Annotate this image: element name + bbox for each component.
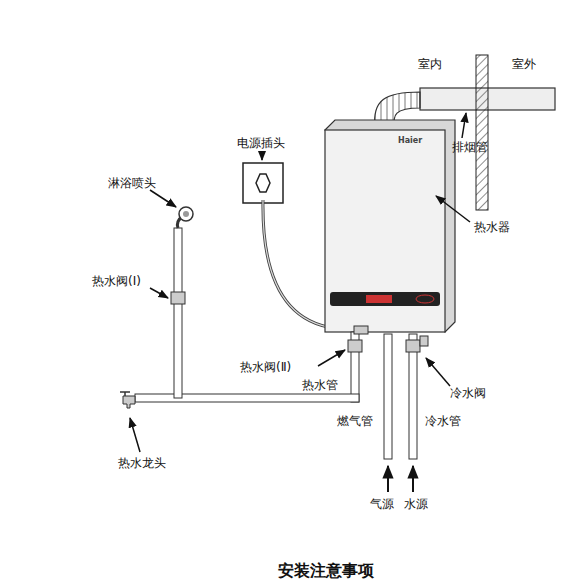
section-title: 安装注意事项 bbox=[278, 561, 374, 582]
power-cord-core bbox=[263, 200, 334, 328]
part-label: 热水阀(Ⅱ) bbox=[240, 360, 291, 374]
plug bbox=[256, 174, 270, 192]
display-button bbox=[416, 295, 434, 303]
shower-pipe bbox=[174, 228, 182, 398]
room-label: 室内 bbox=[418, 57, 442, 71]
source-label: 气源 bbox=[370, 497, 394, 511]
part-label: 电源插头 bbox=[237, 136, 285, 150]
part-label: 淋浴喷头 bbox=[108, 176, 156, 190]
room-label: 室外 bbox=[512, 57, 536, 71]
gas-pipe bbox=[384, 334, 392, 459]
hot-pipe bbox=[135, 394, 359, 402]
water-source-arrow bbox=[412, 466, 414, 492]
tap-handle bbox=[120, 392, 130, 396]
part-label: 热水器 bbox=[474, 220, 510, 234]
cold-pipe bbox=[409, 334, 417, 459]
display-panel bbox=[330, 292, 440, 306]
part-label: 热水阀(Ⅰ) bbox=[92, 274, 141, 288]
source-label: 水源 bbox=[404, 497, 428, 511]
part-label: 冷水管 bbox=[425, 414, 461, 428]
heater-body bbox=[325, 130, 445, 332]
cold-valve bbox=[406, 340, 420, 352]
part-label: 排烟管 bbox=[452, 140, 488, 154]
display-digits bbox=[366, 295, 392, 303]
wall bbox=[476, 55, 488, 210]
part-label: 冷水阀 bbox=[450, 386, 486, 400]
hot-valve-1 bbox=[171, 292, 185, 304]
gas-source-arrow bbox=[387, 466, 389, 492]
brand-logo: Haier bbox=[398, 136, 422, 146]
part-label: 热水管 bbox=[302, 378, 338, 392]
power-cord bbox=[263, 200, 334, 328]
part-label: 燃气管 bbox=[337, 414, 373, 428]
part-label: 热水龙头 bbox=[118, 456, 166, 470]
socket bbox=[243, 163, 283, 203]
hot-tap bbox=[123, 396, 135, 408]
shower-holes bbox=[183, 211, 189, 217]
cold-valve-handle bbox=[420, 336, 428, 346]
heater-side bbox=[325, 120, 455, 332]
shower-head bbox=[179, 207, 193, 221]
outlet-fitting bbox=[354, 326, 368, 334]
hot-valve-2 bbox=[348, 340, 362, 352]
leaders bbox=[130, 113, 470, 452]
